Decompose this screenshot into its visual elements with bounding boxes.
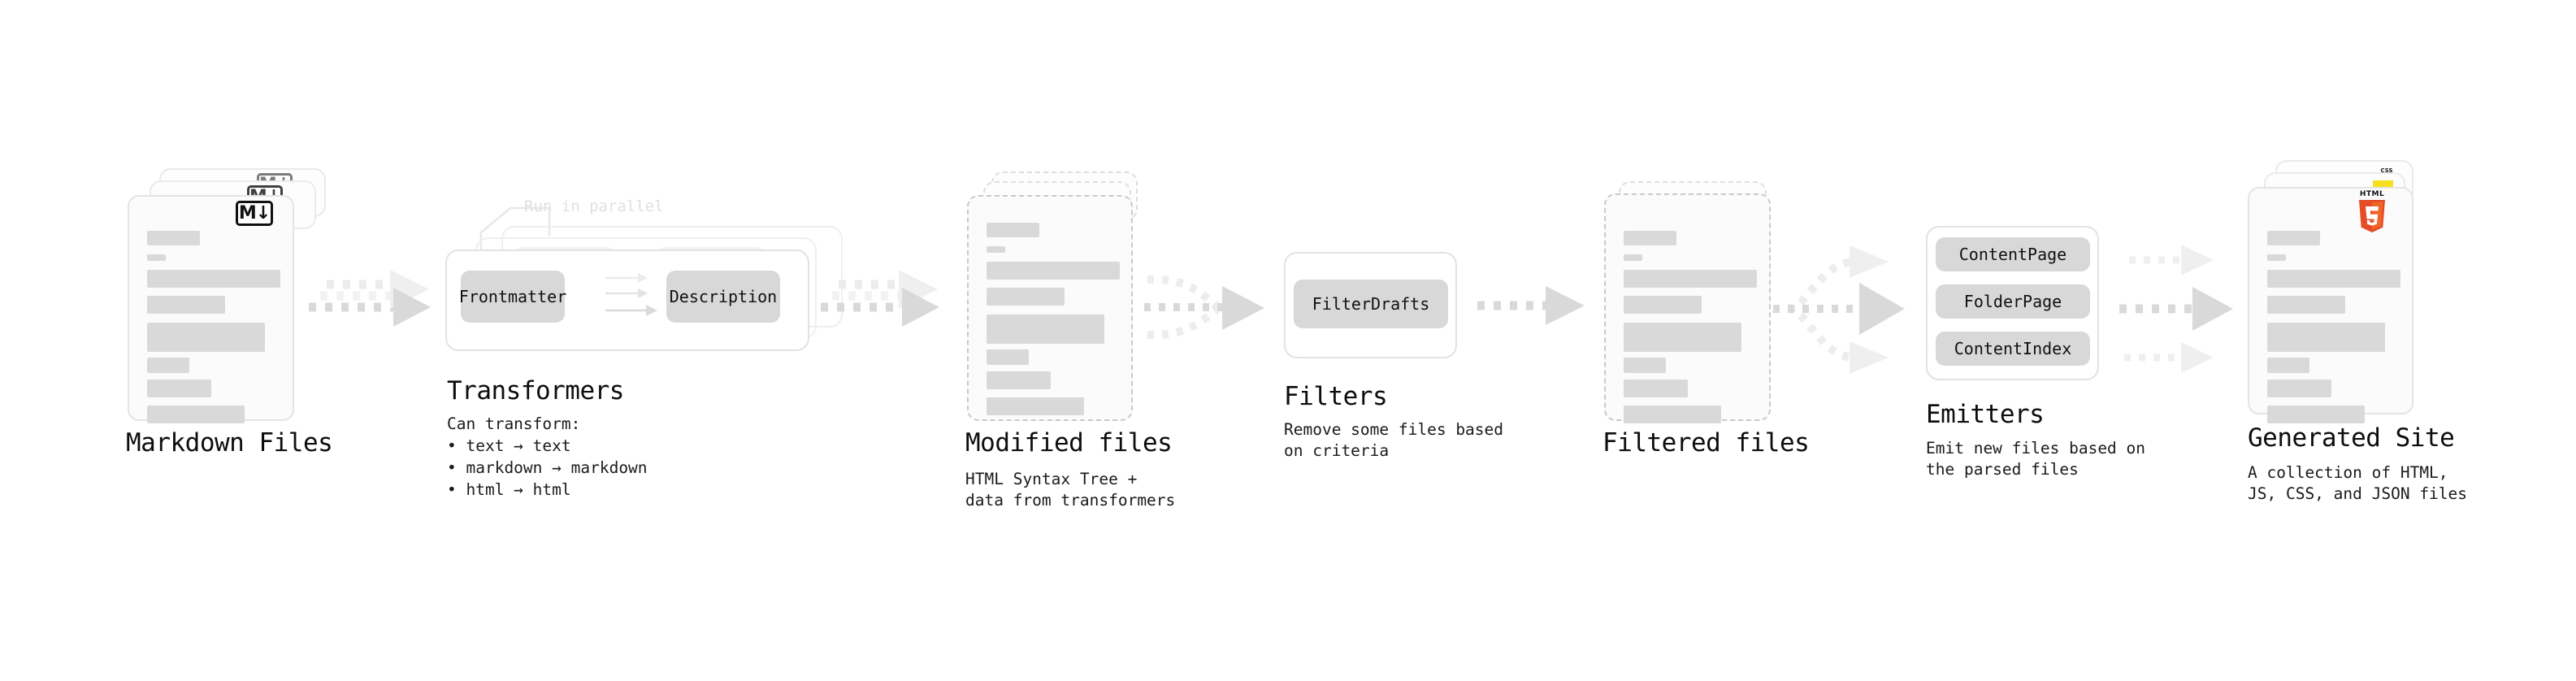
transformers-caption-item-0: • text → text (447, 436, 571, 455)
transformers-caption-item-2: • html → html (447, 480, 571, 499)
stage-title-transformers: Transformers (447, 376, 624, 406)
skeleton-bar (147, 231, 200, 245)
emitter-chip-contentindex[interactable]: ContentIndex (1936, 332, 2090, 366)
filter-chip-filterdrafts-label: FilterDrafts (1312, 294, 1430, 314)
skeleton-bar (987, 314, 1104, 344)
skeleton-bar (2267, 296, 2345, 314)
skeleton-bar (1624, 270, 1757, 288)
skeleton-bar (987, 262, 1120, 280)
stage-title-markdown-files: Markdown Files (126, 428, 333, 458)
emitter-chip-contentindex-label: ContentIndex (1954, 339, 2072, 358)
skeleton-bar (2267, 231, 2320, 245)
modified-files-caption-line-1: data from transformers (965, 491, 1176, 510)
filter-chip-filterdrafts[interactable]: FilterDrafts (1294, 280, 1448, 328)
skeleton-bar (1624, 296, 1702, 314)
skeleton-bar (1624, 231, 1676, 245)
css-logo-text: CSS (2380, 167, 2393, 174)
skeleton-bar (147, 323, 265, 352)
markdown-logo-icon: M↓ (236, 201, 273, 226)
html5-logo-icon: HTML (2353, 190, 2391, 232)
filters-caption-line-0: Remove some files based (1284, 420, 1504, 439)
stage-title-filtered-files: Filtered files (1602, 428, 1810, 458)
skeleton-bar (2267, 254, 2286, 261)
stage-title-generated-site: Generated Site (2248, 423, 2455, 453)
skeleton-bar (2267, 358, 2309, 373)
modified-files-caption-line-0: HTML Syntax Tree + (965, 470, 1138, 488)
emitter-chip-contentpage[interactable]: ContentPage (1936, 237, 2090, 271)
arrow-emitters-to-site (2119, 232, 2257, 386)
filters-caption-line-1: on criteria (1284, 441, 1390, 460)
skeleton-bar (147, 296, 225, 314)
emitter-chip-folderpage-label: FolderPage (1963, 292, 2062, 311)
stage-title-modified-files: Modified files (965, 428, 1173, 458)
generated-site-caption-line-0: A collection of HTML, (2248, 463, 2448, 482)
emitter-chip-contentpage-label: ContentPage (1958, 245, 2067, 264)
transformer-chip-description[interactable]: Description (666, 271, 780, 323)
arrow-modified-to-filters (1136, 254, 1286, 367)
skeleton-bar (2267, 380, 2331, 397)
skeleton-bar (147, 254, 166, 261)
skeleton-bar (987, 223, 1039, 237)
html5-logo-shield (2359, 200, 2385, 232)
generated-site-caption-line-1: JS, CSS, and JSON files (2248, 484, 2468, 503)
skeleton-bar (147, 358, 189, 373)
transformer-chip-description-label: Description (669, 287, 778, 306)
skeleton-bar (1624, 323, 1741, 352)
stage-title-filters: Filters (1284, 382, 1388, 411)
site-card-front (2248, 187, 2413, 423)
transformers-caption-item-1: • markdown → markdown (447, 458, 648, 477)
skeleton-bar (987, 288, 1065, 306)
skeleton-bar (2267, 323, 2385, 352)
arrow-transformers-to-modified (821, 268, 967, 349)
skeleton-bar (987, 246, 1005, 253)
transformer-chip-frontmatter-label: Frontmatter (458, 287, 567, 306)
stage-title-emitters: Emitters (1926, 400, 2045, 429)
skeleton-bar (147, 270, 280, 288)
skeleton-bar (1624, 406, 1721, 423)
skeleton-bar (147, 406, 245, 423)
skeleton-bar (987, 371, 1051, 389)
transformers-caption-head: Can transform: (447, 414, 581, 433)
emitters-caption-line-1: the parsed files (1926, 460, 2079, 479)
arrow-filters-to-filtered (1477, 276, 1607, 341)
emitters-caption-line-0: Emit new files based on (1926, 439, 2146, 458)
transformer-chip-frontmatter[interactable]: Frontmatter (458, 271, 567, 323)
skeleton-bar (1624, 380, 1688, 397)
skeleton-bar (987, 397, 1084, 415)
run-in-parallel-label: Run in parallel (524, 197, 664, 215)
skeleton-bar (987, 349, 1029, 365)
skeleton-bar (2267, 406, 2365, 423)
markdown-card-front (128, 195, 294, 423)
emitter-chip-folderpage[interactable]: FolderPage (1936, 284, 2090, 319)
skeleton-bar (147, 380, 211, 397)
markdown-logo-text: M↓ (238, 202, 271, 223)
arrow-filtered-to-emitters (1773, 228, 1923, 390)
skeleton-bar (1624, 254, 1642, 261)
html5-logo-caption: HTML (2359, 190, 2385, 198)
skeleton-bar (2267, 270, 2400, 288)
modified-card-front (967, 195, 1133, 421)
skeleton-bar (1624, 358, 1666, 373)
filtered-card-front (1604, 193, 1771, 423)
arrow-md-to-transformers (309, 268, 463, 349)
